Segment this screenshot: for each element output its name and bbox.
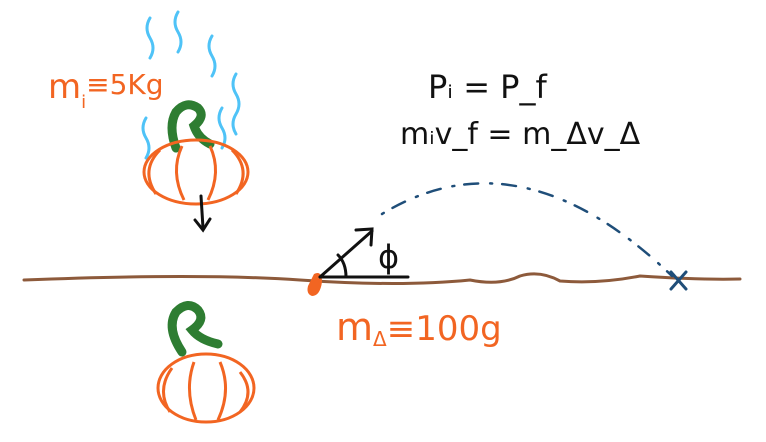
landing-mark-icon — [669, 270, 688, 291]
landed-pumpkin — [156, 301, 256, 424]
projectile-blob — [307, 273, 322, 296]
pumpkin-mass-label: mi≡5Kg — [48, 67, 164, 113]
launch-vector — [318, 227, 410, 279]
ground-line — [22, 272, 742, 285]
fall-arrow — [193, 194, 212, 233]
steam-lines — [141, 10, 241, 160]
momentum-equation: Pᵢ = P_f — [428, 68, 547, 106]
projectile-mass-label: mΔ≡100g — [336, 305, 502, 351]
trajectory-path — [380, 182, 674, 278]
angle-symbol: ϕ — [378, 238, 399, 276]
momentum-expanded-equation: mᵢv_f = m_Δv_Δ — [400, 117, 641, 152]
falling-pumpkin — [142, 100, 250, 206]
